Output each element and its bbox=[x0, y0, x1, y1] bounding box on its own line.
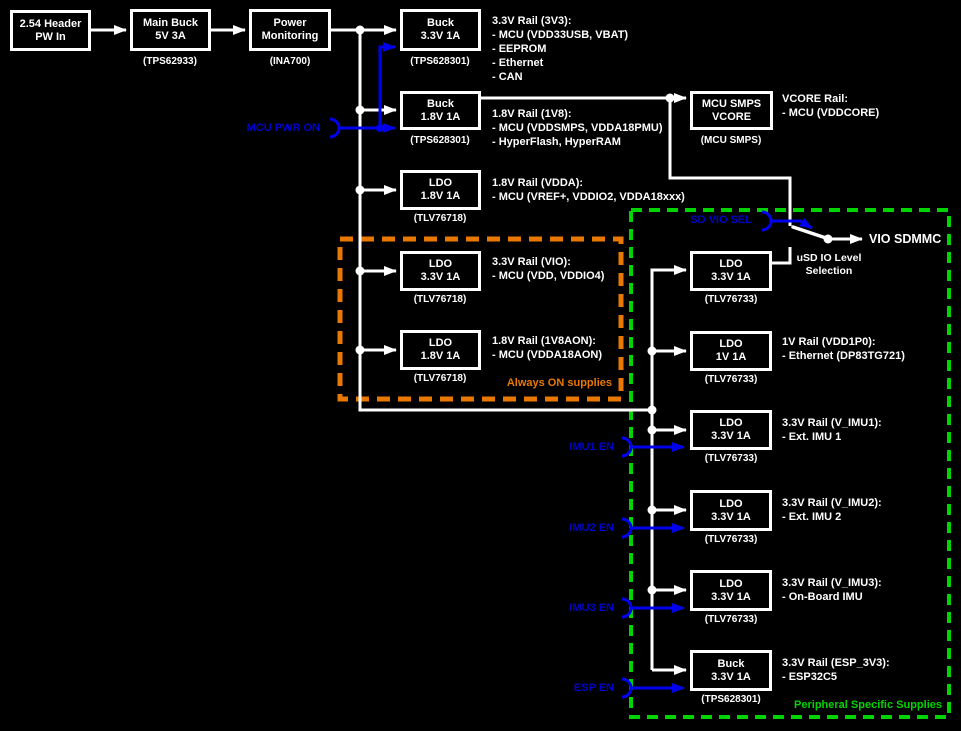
rail-description: VCORE Rail: - MCU (VDDCORE) bbox=[782, 93, 880, 119]
rail-description: 3.3V Rail (3V3): - MCU (VDD33USB, VBAT) … bbox=[492, 15, 629, 83]
signal-label-esp-en: ESP EN bbox=[573, 682, 614, 694]
rail-description: 1.8V Rail (1V8): - MCU (VDDSMPS, VDDA18P… bbox=[492, 108, 663, 148]
node-buck-esp: Buck 3.3V 1A bbox=[690, 650, 772, 691]
node-label: LDO 1.8V 1A bbox=[420, 177, 461, 202]
node-label: 2.54 Header PW In bbox=[19, 17, 82, 43]
vio-sdmmc-output-label: VIO SDMMC bbox=[869, 232, 942, 246]
node-ldo-imu3: LDO 3.3V 1A bbox=[690, 570, 772, 611]
part-number: (TPS628301) bbox=[410, 56, 470, 67]
node-buck-3v3: Buck 3.3V 1A bbox=[400, 9, 481, 51]
part-number: (TPS62933) bbox=[143, 56, 197, 67]
peripheral-group-border bbox=[629, 208, 951, 719]
node-label: LDO 3.3V 1A bbox=[711, 577, 751, 603]
node-label: MCU SMPS VCORE bbox=[701, 97, 762, 123]
rail-description: 3.3V Rail (V_IMU2): - Ext. IMU 2 bbox=[782, 497, 882, 523]
node-power-monitoring: Power Monitoring bbox=[249, 9, 331, 51]
imu3-en-connector-arc bbox=[621, 597, 633, 619]
part-number: (TLV76718) bbox=[413, 213, 467, 224]
node-label: Buck 3.3V 1A bbox=[711, 657, 751, 683]
node-mcu-smps-vcore: MCU SMPS VCORE bbox=[690, 91, 773, 130]
imu1-en-connector-arc bbox=[621, 436, 633, 458]
node-buck-1v8: Buck 1.8V 1A bbox=[400, 91, 481, 130]
part-number: (INA700) bbox=[269, 56, 311, 67]
signal-label-imu1-en: IMU1 EN bbox=[569, 441, 614, 453]
node-label: LDO 3.3V 1A bbox=[711, 258, 751, 283]
signal-label-mcu-pwr-on: MCU PWR ON bbox=[246, 122, 320, 134]
part-number: (TLV76733) bbox=[704, 534, 758, 545]
rail-description: 3.3V Rail (ESP_3V3): - ESP32C5 bbox=[782, 657, 890, 683]
part-number: (TLV76718) bbox=[413, 294, 467, 305]
node-main-buck: Main Buck 5V 3A bbox=[130, 9, 211, 51]
part-number: (TLV76718) bbox=[413, 373, 467, 384]
mcu-pwr-on-connector-arc bbox=[329, 117, 341, 139]
node-ldo-imu2: LDO 3.3V 1A bbox=[690, 490, 772, 531]
part-number: (TLV76733) bbox=[704, 453, 758, 464]
node-label: LDO 1V 1A bbox=[715, 338, 747, 363]
usd-vio-switch bbox=[791, 225, 863, 244]
node-label: Buck 3.3V 1A bbox=[420, 17, 461, 42]
part-number: (TPS628301) bbox=[410, 135, 470, 146]
rail-description: 3.3V Rail (VIO): - MCU (VDD, VDDIO4) bbox=[492, 256, 605, 282]
usd-io-level-note: uSD IO Level Selection bbox=[796, 252, 862, 277]
node-label: Main Buck 5V 3A bbox=[142, 17, 198, 42]
part-number: (TLV76733) bbox=[704, 294, 758, 305]
node-ldo-vio: LDO 3.3V 1A bbox=[400, 251, 481, 291]
node-ldo-imu1: LDO 3.3V 1A bbox=[690, 410, 772, 450]
always-on-group-label: Always ON supplies bbox=[506, 377, 612, 389]
node-ldo-1v8aon: LDO 1.8V 1A bbox=[400, 330, 481, 370]
signal-label-sd-vio-sel: SD VIO SEL bbox=[690, 214, 752, 226]
rail-description: 1.8V Rail (1V8AON): - MCU (VDDA18AON) bbox=[492, 335, 602, 361]
rail-description: 3.3V Rail (V_IMU1): - Ext. IMU 1 bbox=[782, 417, 882, 443]
node-label: Buck 1.8V 1A bbox=[420, 97, 461, 123]
sd-vio-sel-connector-arc bbox=[761, 210, 773, 232]
part-number: (MCU SMPS) bbox=[700, 135, 762, 146]
node-header-power-in: 2.54 Header PW In bbox=[10, 10, 91, 51]
node-label: LDO 3.3V 1A bbox=[420, 258, 461, 283]
junction-dots bbox=[355, 25, 833, 595]
part-number: (TLV76733) bbox=[704, 374, 758, 385]
enable-junction-dot bbox=[376, 124, 384, 132]
always-on-group-border bbox=[337, 236, 624, 402]
node-label: LDO 1.8V 1A bbox=[420, 337, 461, 362]
signal-label-imu3-en: IMU3 EN bbox=[569, 602, 614, 614]
part-number: (TLV76733) bbox=[704, 614, 758, 625]
node-ldo-usd: LDO 3.3V 1A bbox=[690, 251, 772, 291]
node-label: LDO 3.3V 1A bbox=[711, 417, 751, 442]
rail-description: 1.8V Rail (VDDA): - MCU (VREF+, VDDIO2, … bbox=[492, 177, 685, 203]
node-label: LDO 3.3V 1A bbox=[711, 497, 751, 523]
rail-description: 3.3V Rail (V_IMU3): - On-Board IMU bbox=[782, 577, 882, 603]
rail-description: 1V Rail (VDD1P0): - Ethernet (DP83TG721) bbox=[782, 336, 905, 362]
node-ldo-1v: LDO 1V 1A bbox=[690, 331, 772, 371]
enable-wires bbox=[329, 42, 813, 699]
node-ldo-vdda: LDO 1.8V 1A bbox=[400, 170, 481, 210]
esp-en-connector-arc bbox=[621, 677, 633, 699]
node-label: Power Monitoring bbox=[261, 17, 319, 42]
signal-label-imu2-en: IMU2 EN bbox=[569, 522, 614, 534]
imu2-en-connector-arc bbox=[621, 517, 633, 539]
peripheral-group-label: Peripheral Specific Supplies bbox=[794, 699, 942, 711]
part-number: (TPS628301) bbox=[701, 694, 761, 705]
power-wires bbox=[91, 25, 792, 675]
